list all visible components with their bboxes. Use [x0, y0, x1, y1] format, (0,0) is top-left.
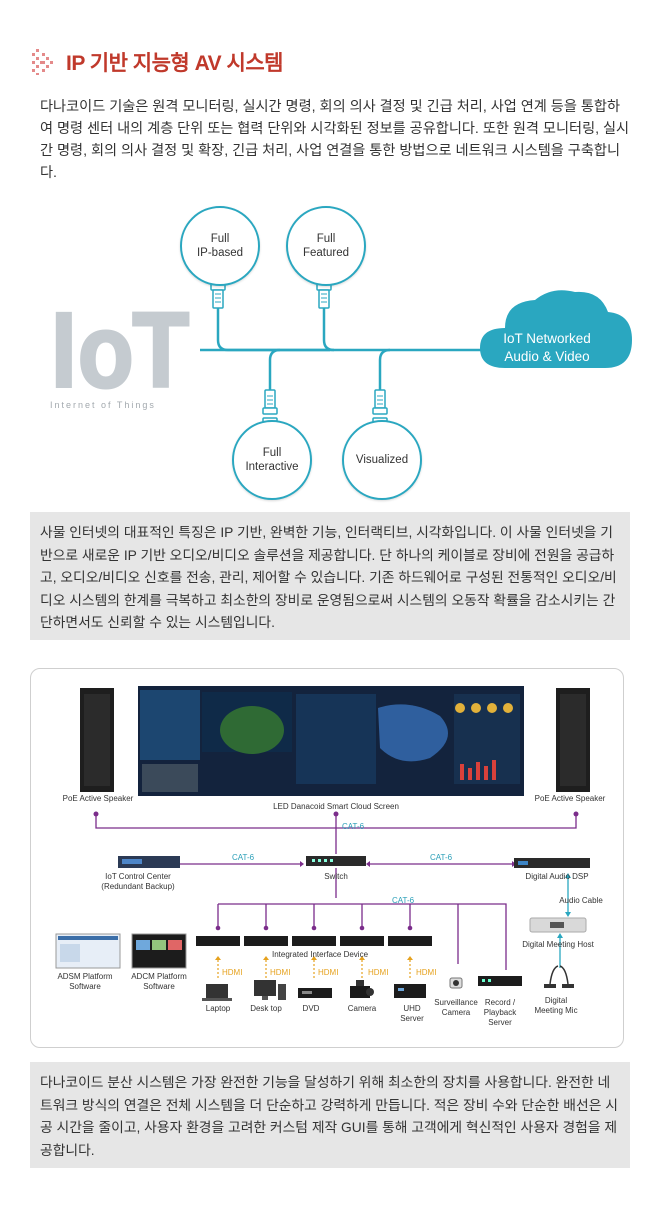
interface-device-row — [196, 936, 432, 946]
adcm-software-screen — [131, 933, 187, 969]
feature-description: 사물 인터넷의 대표적인 특징은 IP 기반, 완벽한 기능, 인터랙티브, 시… — [40, 525, 617, 630]
dsp-label: Digital Audio DSP — [525, 872, 589, 881]
system-description-box: 다나코이드 분산 시스템은 가장 완전한 기능을 달성하기 위해 최소한의 장치… — [30, 1062, 630, 1168]
hdmi-label-5: HDMI — [416, 968, 437, 977]
camera-icon — [350, 980, 374, 998]
intro-paragraph: 다나코이드 기술은 원격 모니터링, 실시간 명령, 회의 의사 결정 및 긴급… — [40, 99, 630, 181]
iot-subtitle: Internet of Things — [50, 400, 156, 410]
cloud-shape — [480, 290, 632, 368]
iot-logo-text: IoT — [48, 291, 190, 413]
network-switch-device — [306, 856, 366, 866]
system-wiring — [55, 686, 590, 1001]
speaker-right-label: PoE Active Speaker — [534, 794, 606, 803]
hdmi-label-4: HDMI — [368, 968, 389, 977]
desktop-icon — [254, 980, 286, 1000]
digital-audio-dsp-device — [514, 858, 590, 868]
speaker-icon — [80, 688, 590, 792]
feature-description-box: 사물 인터넷의 대표적인 특징은 IP 기반, 완벽한 기능, 인터랙티브, 시… — [30, 512, 630, 640]
laptop-icon — [202, 984, 232, 1001]
switch-label: Switch — [324, 872, 348, 881]
section-header: IP 기반 지능형 AV 시스템 — [30, 42, 283, 82]
screen-label: LED Danacoid Smart Cloud Screen — [273, 802, 399, 811]
desktop-label: Desk top — [250, 1004, 282, 1013]
system-diagram — [30, 668, 624, 1048]
cat6-label-bottom: CAT-6 — [392, 896, 415, 905]
meeting-host-label: Digital Meeting Host — [522, 940, 594, 949]
audio-cable-label: Audio Cable — [559, 896, 603, 905]
iot-control-center-device — [118, 856, 180, 868]
dvd-label: DVD — [302, 1004, 320, 1013]
iot-control-center-label: IoT Control Center(Redundant Backup) — [101, 872, 175, 891]
laptop-label: Laptop — [205, 1004, 231, 1013]
system-description: 다나코이드 분산 시스템은 가장 완전한 기능을 달성하기 위해 최소한의 장치… — [40, 1075, 618, 1158]
cat6-label-top: CAT-6 — [342, 822, 365, 831]
surveillance-camera-icon — [449, 977, 463, 989]
cloud-label: IoT Networked Audio & Video — [503, 331, 591, 364]
speaker-left-label: PoE Active Speaker — [62, 794, 134, 803]
cat6-label-right: CAT-6 — [430, 853, 453, 862]
record-playback-server-icon — [478, 976, 522, 986]
hdmi-label-2: HDMI — [270, 968, 291, 977]
dvd-icon — [298, 988, 332, 998]
hdmi-label-1: HDMI — [222, 968, 243, 977]
meeting-mic-icon — [544, 965, 574, 988]
feature-circle-visualized: Visualized — [342, 420, 422, 500]
adsm-software-screen — [55, 933, 121, 969]
camera-label: Camera — [347, 1004, 377, 1013]
dotted-arrow-icon — [32, 49, 53, 75]
uhd-server-icon — [394, 984, 426, 998]
cat6-label-left: CAT-6 — [232, 853, 255, 862]
led-screen-graphic — [138, 686, 524, 796]
connector-plug-icon — [210, 281, 388, 427]
hdmi-label-3: HDMI — [318, 968, 339, 977]
interface-device-label: Integrated Interface Device — [271, 950, 369, 959]
meeting-host-device — [529, 917, 587, 933]
page-title: IP 기반 지능형 AV 시스템 — [66, 52, 283, 75]
